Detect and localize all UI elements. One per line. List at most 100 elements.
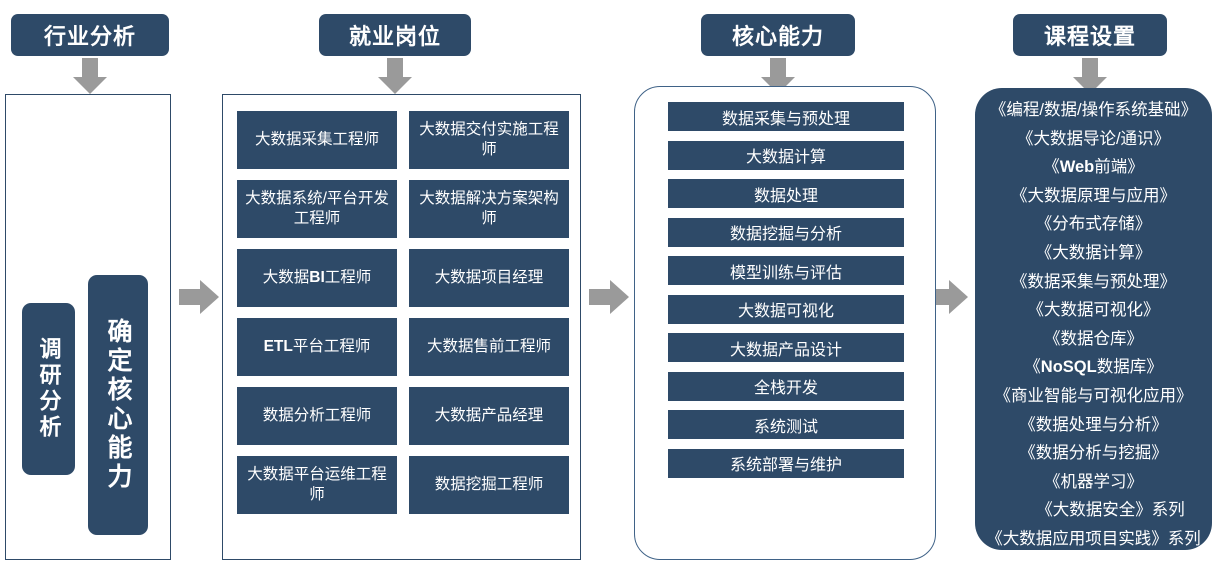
industry-box-survey-analysis[interactable]: 调研分析: [22, 303, 75, 475]
arrow-stem: [82, 58, 98, 78]
arrow-head: [200, 280, 219, 314]
header-pill-employment-positions[interactable]: 就业岗位: [319, 14, 471, 56]
job-box[interactable]: 大数据BI工程师: [237, 249, 397, 307]
capability-box[interactable]: 数据处理: [668, 179, 904, 208]
course-label: 《数据仓库》: [1044, 329, 1143, 348]
arrow-stem: [1082, 58, 1098, 78]
job-box[interactable]: 大数据解决方案架构师: [409, 180, 569, 238]
right-arrow-icon-jobs-to-capabilities: [589, 280, 629, 314]
job-label: 数据挖掘工程师: [434, 475, 544, 493]
down-arrow-icon-jobs: [378, 58, 412, 94]
course-label: 《大数据可视化》: [1027, 301, 1160, 320]
course-item[interactable]: 《大数据安全》系列: [975, 496, 1212, 525]
job-box[interactable]: 大数据采集工程师: [237, 111, 397, 169]
course-list: 《编程/数据/操作系统基础》 《大数据导论/通识》 《Web前端》 《大数据原理…: [975, 96, 1212, 554]
panel-core-capabilities: 数据采集与预处理 大数据计算 数据处理 数据挖掘与分析 模型训练与评估 大数据可…: [634, 86, 936, 560]
job-box[interactable]: 数据分析工程师: [237, 387, 397, 445]
job-box[interactable]: 大数据售前工程师: [409, 318, 569, 376]
course-label: 《编程/数据/操作系统基础》: [989, 101, 1198, 119]
capability-label: 大数据计算: [745, 149, 826, 166]
course-item[interactable]: 《大数据应用项目实践》系列: [975, 525, 1212, 554]
course-label: 《商业智能与可视化应用》: [994, 386, 1193, 405]
job-label: ETL平台工程师: [263, 337, 371, 355]
capability-box[interactable]: 系统测试: [668, 410, 904, 439]
capability-box[interactable]: 系统部署与维护: [668, 448, 904, 478]
course-item[interactable]: 《编程/数据/操作系统基础》: [975, 96, 1212, 125]
course-item[interactable]: 《Web前端》: [975, 153, 1212, 182]
arrow-head: [378, 77, 412, 94]
job-label: 大数据BI工程师: [262, 268, 372, 286]
course-label: 《大数据原理与应用》: [1011, 186, 1176, 205]
header-pill-course-setup[interactable]: 课程设置: [1013, 14, 1167, 56]
job-label: 大数据项目经理: [434, 268, 544, 286]
right-arrow-icon-industry-to-jobs: [179, 280, 219, 314]
course-label: 《机器学习》: [1044, 472, 1143, 491]
job-label: 大数据采集工程师: [254, 130, 379, 148]
header-pill-core-capabilities[interactable]: 核心能力: [701, 14, 855, 56]
industry-box-determine-core-capability-label: 确定核心能力: [104, 318, 132, 492]
capability-label: 大数据可视化: [737, 303, 834, 320]
arrow-stem: [387, 58, 403, 78]
job-box[interactable]: 大数据交付实施工程师: [409, 111, 569, 169]
course-item[interactable]: 《大数据计算》: [975, 239, 1212, 268]
capability-box[interactable]: 全栈开发: [668, 371, 904, 401]
course-item[interactable]: 《分布式存储》: [975, 210, 1212, 239]
capability-label: 数据采集与预处理: [721, 110, 850, 128]
job-label: 大数据平台运维工程师: [247, 465, 387, 503]
course-label: 《数据处理与分析》: [1019, 415, 1168, 434]
panel-course-setup: [975, 88, 1212, 550]
capabilities-list: 数据采集与预处理 大数据计算 数据处理 数据挖掘与分析 模型训练与评估 大数据可…: [668, 102, 904, 478]
capability-label: 系统测试: [753, 418, 818, 436]
capability-box[interactable]: 模型训练与评估: [668, 256, 904, 285]
capability-box[interactable]: 大数据可视化: [668, 294, 904, 324]
job-box[interactable]: 大数据系统/平台开发工程师: [237, 180, 397, 238]
capability-label: 大数据产品设计: [729, 341, 842, 359]
header-label-core-capabilities: 核心能力: [731, 24, 824, 49]
course-item[interactable]: 《数据仓库》: [975, 325, 1212, 354]
header-pill-industry-analysis[interactable]: 行业分析: [11, 14, 169, 56]
header-label-course-setup: 课程设置: [1043, 24, 1136, 49]
capability-box[interactable]: 大数据产品设计: [668, 333, 904, 362]
panel-industry-analysis: 调研分析 确定核心能力: [5, 94, 171, 560]
course-label: 《数据分析与挖掘》: [1019, 444, 1168, 463]
course-item[interactable]: 《大数据可视化》: [975, 296, 1212, 325]
course-label: 《分布式存储》: [1035, 215, 1152, 234]
course-item[interactable]: 《NoSQL数据库》: [975, 353, 1212, 382]
header-label-industry-analysis: 行业分析: [43, 24, 136, 49]
header-label-employment-positions: 就业岗位: [348, 24, 441, 49]
course-item[interactable]: 《大数据导论/通识》: [975, 125, 1212, 154]
course-label: 《大数据导论/通识》: [1016, 129, 1171, 148]
course-label: 《Web前端》: [1043, 158, 1144, 177]
capability-label: 全栈开发: [753, 380, 818, 397]
down-arrow-icon-industry: [73, 58, 107, 94]
course-item[interactable]: 《数据分析与挖掘》: [975, 439, 1212, 468]
job-box[interactable]: 大数据产品经理: [409, 387, 569, 445]
course-item[interactable]: 《数据采集与预处理》: [975, 268, 1212, 297]
capability-label: 数据挖掘与分析: [729, 226, 842, 243]
job-label: 大数据售前工程师: [426, 337, 551, 355]
arrow-head: [73, 77, 107, 94]
job-box[interactable]: 大数据平台运维工程师: [237, 456, 397, 514]
course-item[interactable]: 《机器学习》: [975, 468, 1212, 497]
course-item[interactable]: 《商业智能与可视化应用》: [975, 382, 1212, 411]
job-box[interactable]: 数据挖掘工程师: [409, 456, 569, 514]
course-label: 《NoSQL数据库》: [1024, 358, 1163, 377]
industry-box-determine-core-capability[interactable]: 确定核心能力: [88, 275, 148, 535]
capability-label: 模型训练与评估: [729, 264, 842, 282]
job-box[interactable]: ETL平台工程师: [237, 318, 397, 376]
capability-box[interactable]: 数据采集与预处理: [668, 102, 904, 131]
course-label: 《大数据应用项目实践》系列: [986, 529, 1201, 548]
course-item[interactable]: 《大数据原理与应用》: [975, 182, 1212, 211]
capability-label: 数据处理: [753, 187, 818, 205]
job-label: 大数据产品经理: [434, 406, 544, 424]
course-label: 《大数据计算》: [1035, 243, 1152, 262]
job-label: 大数据系统/平台开发工程师: [245, 189, 389, 227]
jobs-grid: 大数据采集工程师 大数据交付实施工程师 大数据系统/平台开发工程师 大数据解决方…: [237, 111, 569, 514]
job-box[interactable]: 大数据项目经理: [409, 249, 569, 307]
arrow-stem: [770, 58, 786, 78]
course-item[interactable]: 《数据处理与分析》: [975, 411, 1212, 440]
job-label: 大数据交付实施工程师: [419, 120, 559, 158]
capability-box[interactable]: 大数据计算: [668, 140, 904, 170]
arrow-head: [949, 280, 968, 314]
capability-box[interactable]: 数据挖掘与分析: [668, 217, 904, 247]
